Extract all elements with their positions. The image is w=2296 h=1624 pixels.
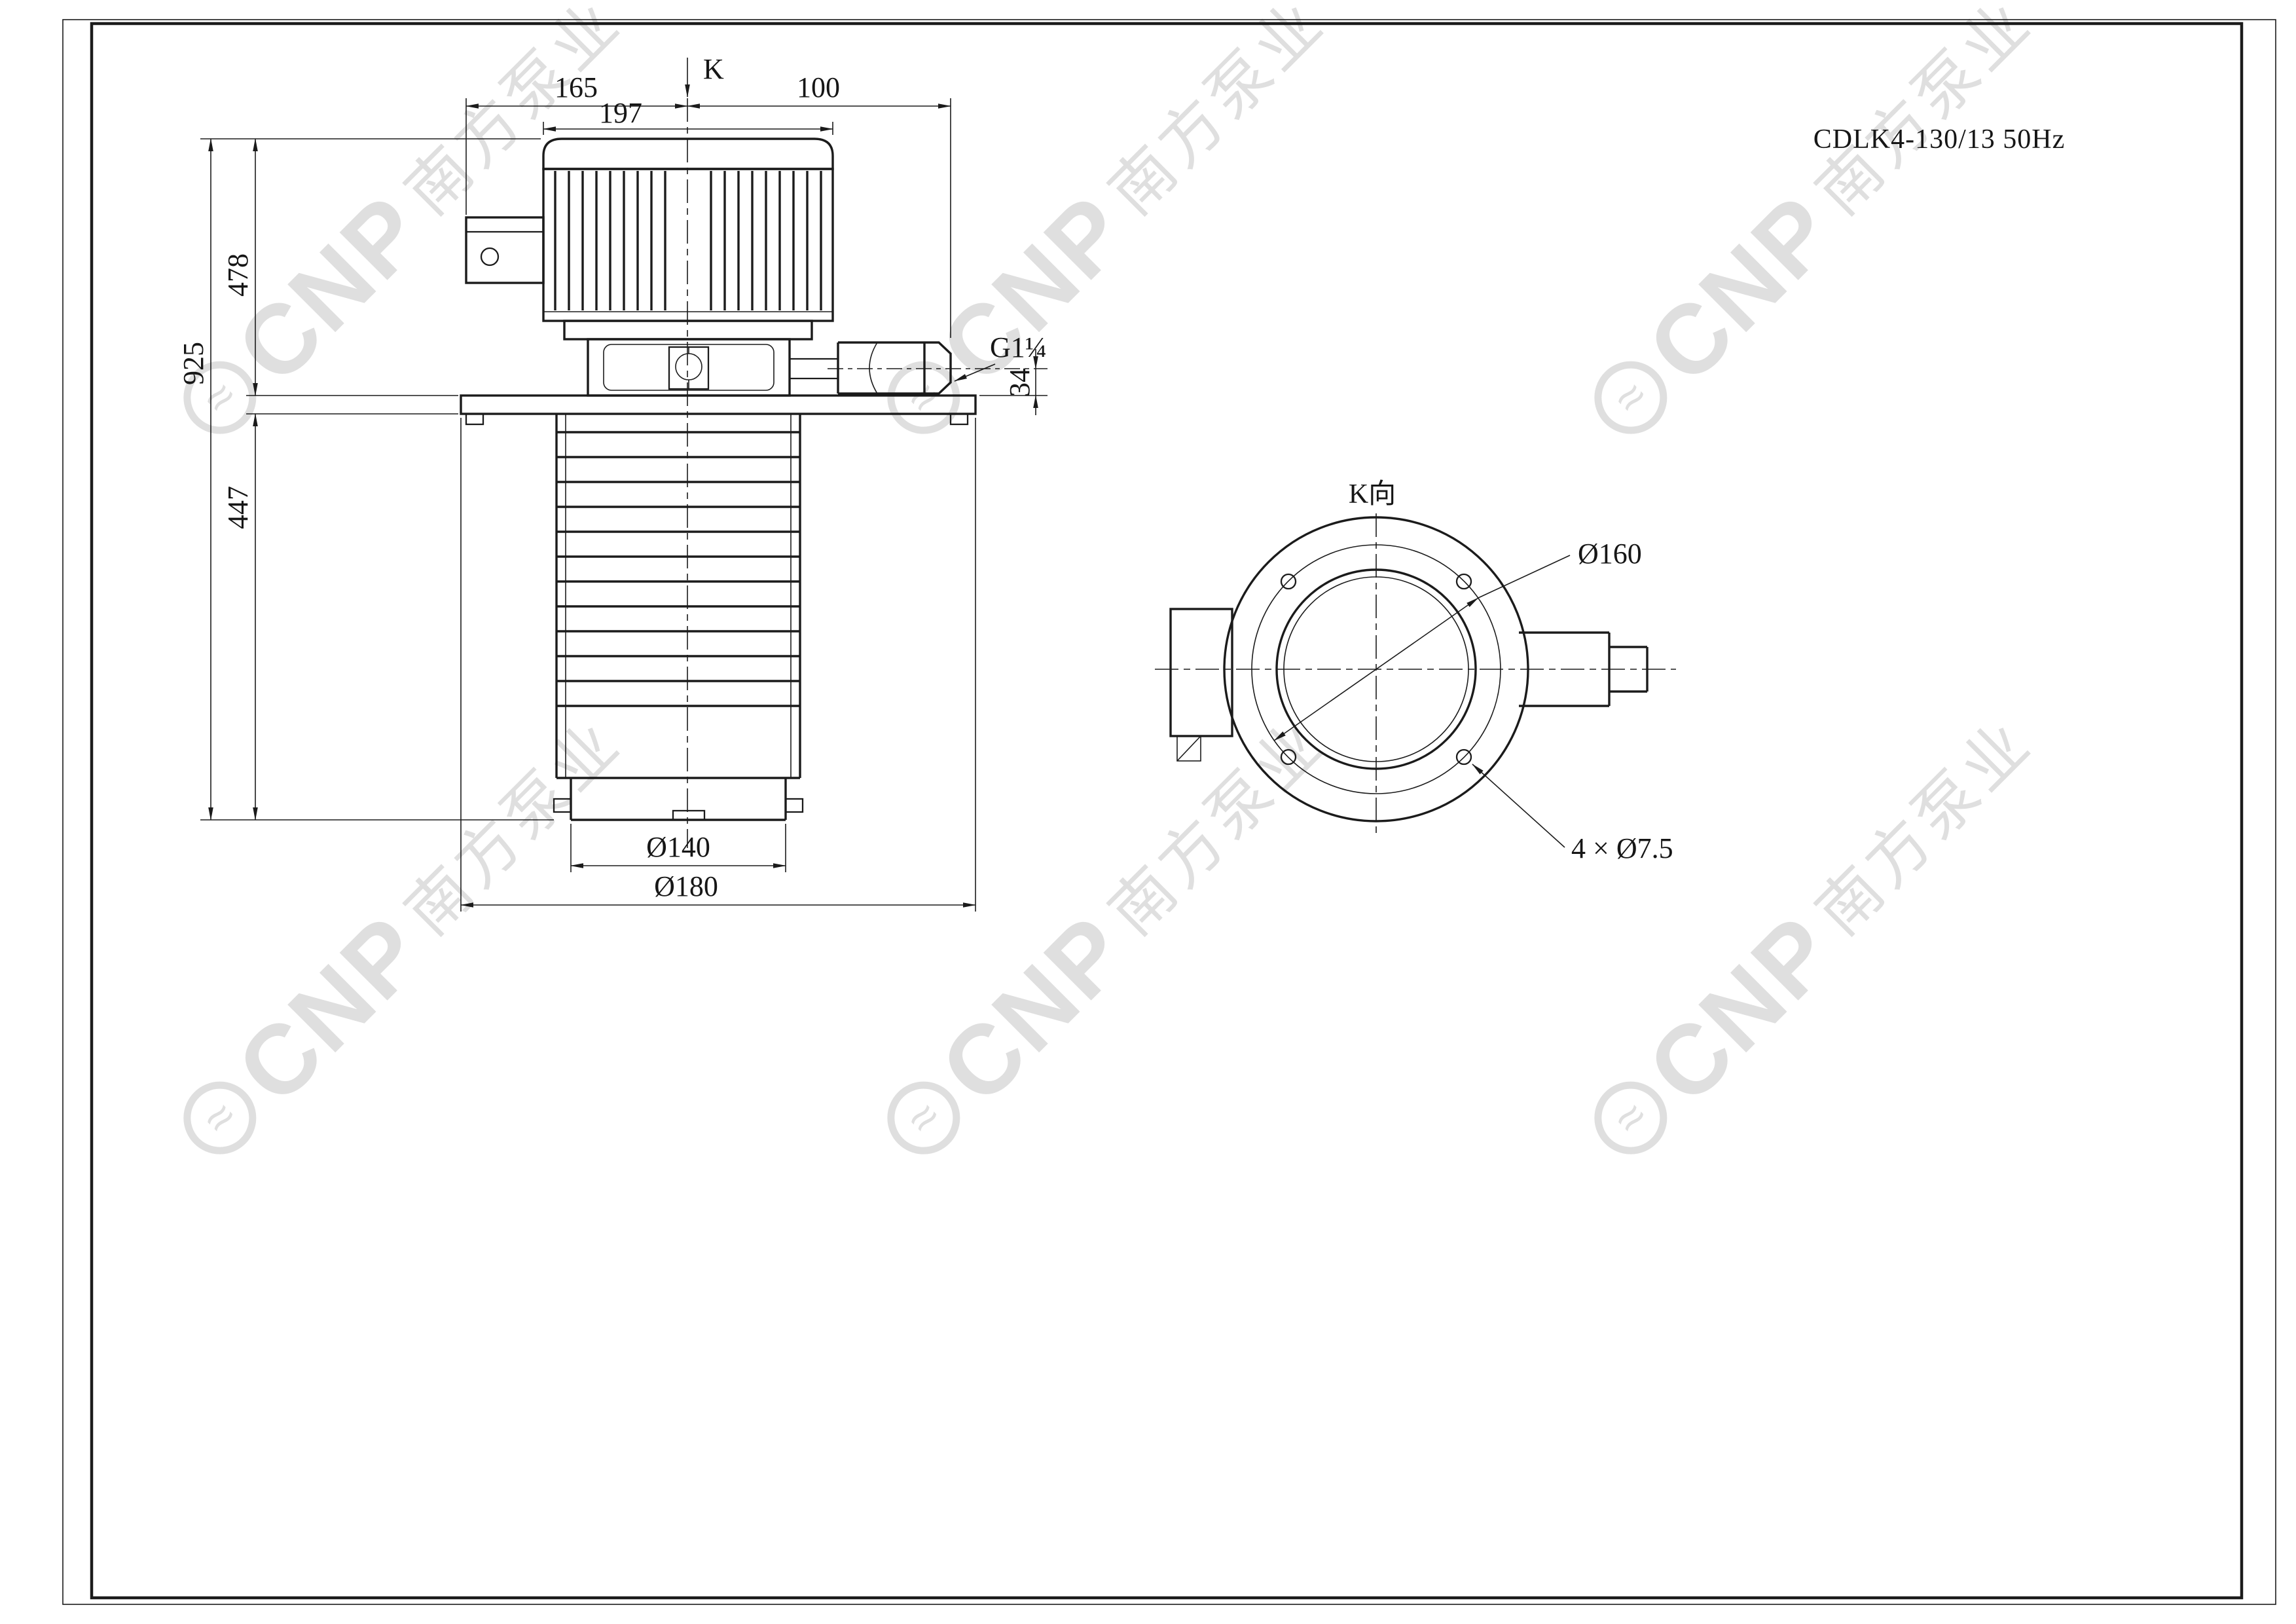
bolt-circle: [1251, 544, 1501, 794]
cnp-logo-wave-icon: ≈: [1603, 1090, 1659, 1146]
bolt-hole: [1455, 748, 1472, 766]
watermark: ≈ CNP 南方泵业: [887, 707, 1339, 1154]
holes-leader: [1472, 764, 1565, 848]
dim-d160: Ø160: [1578, 538, 1642, 570]
thread-callout: G1¼: [990, 331, 1047, 363]
watermark-brand-cn: 南方泵业: [1097, 707, 1339, 949]
dim-197: 197: [599, 97, 642, 129]
motor: [465, 138, 834, 322]
cnp-logo-wave-icon: ≈: [896, 1090, 952, 1146]
side-view: K: [177, 53, 1048, 912]
junction-box: [465, 216, 545, 284]
watermark-brand: CNP: [919, 894, 1149, 1124]
watermark: ≈ CNP 南方泵业: [1594, 0, 2046, 434]
dim-100: 100: [797, 71, 840, 103]
cnp-logo-wave-icon: ≈: [1603, 370, 1659, 426]
side-view-dimensions: 165 100 197 925 478 447 Ø140: [177, 71, 1048, 912]
cnp-logo-icon: [183, 1081, 257, 1154]
k-view-label: K: [703, 53, 724, 85]
cnp-logo-wave-icon: ≈: [192, 1090, 248, 1146]
port-curve: [869, 342, 878, 394]
pump-barrel: [553, 414, 804, 821]
watermark-brand-cn: 南方泵业: [1097, 0, 1339, 228]
watermark: ≈ CNP 南方泵业: [183, 0, 635, 434]
foot-tab-right: [784, 798, 804, 813]
frame-outer-border: [62, 19, 2276, 1605]
bolt-hole: [1280, 573, 1297, 590]
lantern-window: [603, 344, 774, 391]
junction-box-top-view: [1169, 608, 1233, 737]
watermark: ≈ CNP 南方泵业: [183, 707, 635, 1154]
outlet-port: [790, 341, 1048, 395]
dim-925: 925: [177, 342, 210, 385]
dim-d180: Ø180: [654, 870, 718, 902]
pump-head: [563, 320, 813, 397]
junction-box-body: [465, 216, 545, 284]
watermark: ≈ CNP 南方泵业: [887, 0, 1339, 434]
holes-callout: 4 × Ø7.5: [1571, 832, 1673, 864]
dim-d140: Ø140: [646, 831, 710, 863]
frame-inner-border: [90, 22, 2244, 1600]
drawing-title: CDLK4-130/13 50Hz: [1813, 124, 2065, 155]
cable-entry: [1176, 735, 1201, 762]
bolt-circle-diameter-line: [1273, 597, 1479, 741]
watermark-brand: CNP: [1626, 174, 1856, 403]
dim-478: 478: [222, 253, 254, 297]
bottom-plug: [672, 809, 706, 821]
sheet-frame: [62, 19, 2276, 1605]
top-view: K向 Ø160 4 × Ø7.5: [1155, 479, 1676, 864]
cnp-logo-icon: [1594, 1081, 1667, 1154]
cnp-logo-icon: [887, 361, 960, 434]
watermark: ≈ CNP 南方泵业: [1594, 707, 2046, 1154]
watermark-brand: CNP: [1626, 894, 1856, 1124]
flange-outer-circle: [1223, 516, 1529, 822]
outlet-port-top-view: [1519, 631, 1649, 707]
watermark-brand-cn: 南方泵业: [393, 0, 635, 228]
dim-447: 447: [222, 486, 254, 529]
cnp-logo-icon: [887, 1081, 960, 1154]
cnp-logo-icon: [1594, 361, 1667, 434]
motor-flange: [563, 320, 813, 341]
foot-tab-left: [553, 798, 572, 813]
watermark-brand-cn: 南方泵业: [1804, 707, 2046, 949]
bolt-hole: [1280, 748, 1297, 766]
dim-34: 34: [1004, 368, 1036, 397]
cnp-logo-icon: [183, 361, 257, 434]
plate-body: [460, 394, 977, 415]
motor-body: [542, 168, 834, 322]
dim-165: 165: [555, 71, 598, 103]
thread-leader: [954, 363, 996, 382]
motor-top-cap: [542, 138, 834, 170]
port-end-cap: [924, 341, 952, 395]
watermark-brand-cn: 南方泵业: [393, 707, 635, 949]
motor-fins: [554, 171, 822, 310]
bolt-hole: [1455, 573, 1472, 590]
watermark-brand-cn: 南方泵业: [1804, 0, 2046, 228]
k-direction-label: K向: [1349, 479, 1396, 509]
cable-gland: [480, 247, 500, 267]
stage-joints: [556, 431, 800, 707]
coupling-clamp: [675, 353, 702, 380]
mounting-plate: [460, 394, 977, 426]
watermark-brand: CNP: [215, 894, 445, 1124]
